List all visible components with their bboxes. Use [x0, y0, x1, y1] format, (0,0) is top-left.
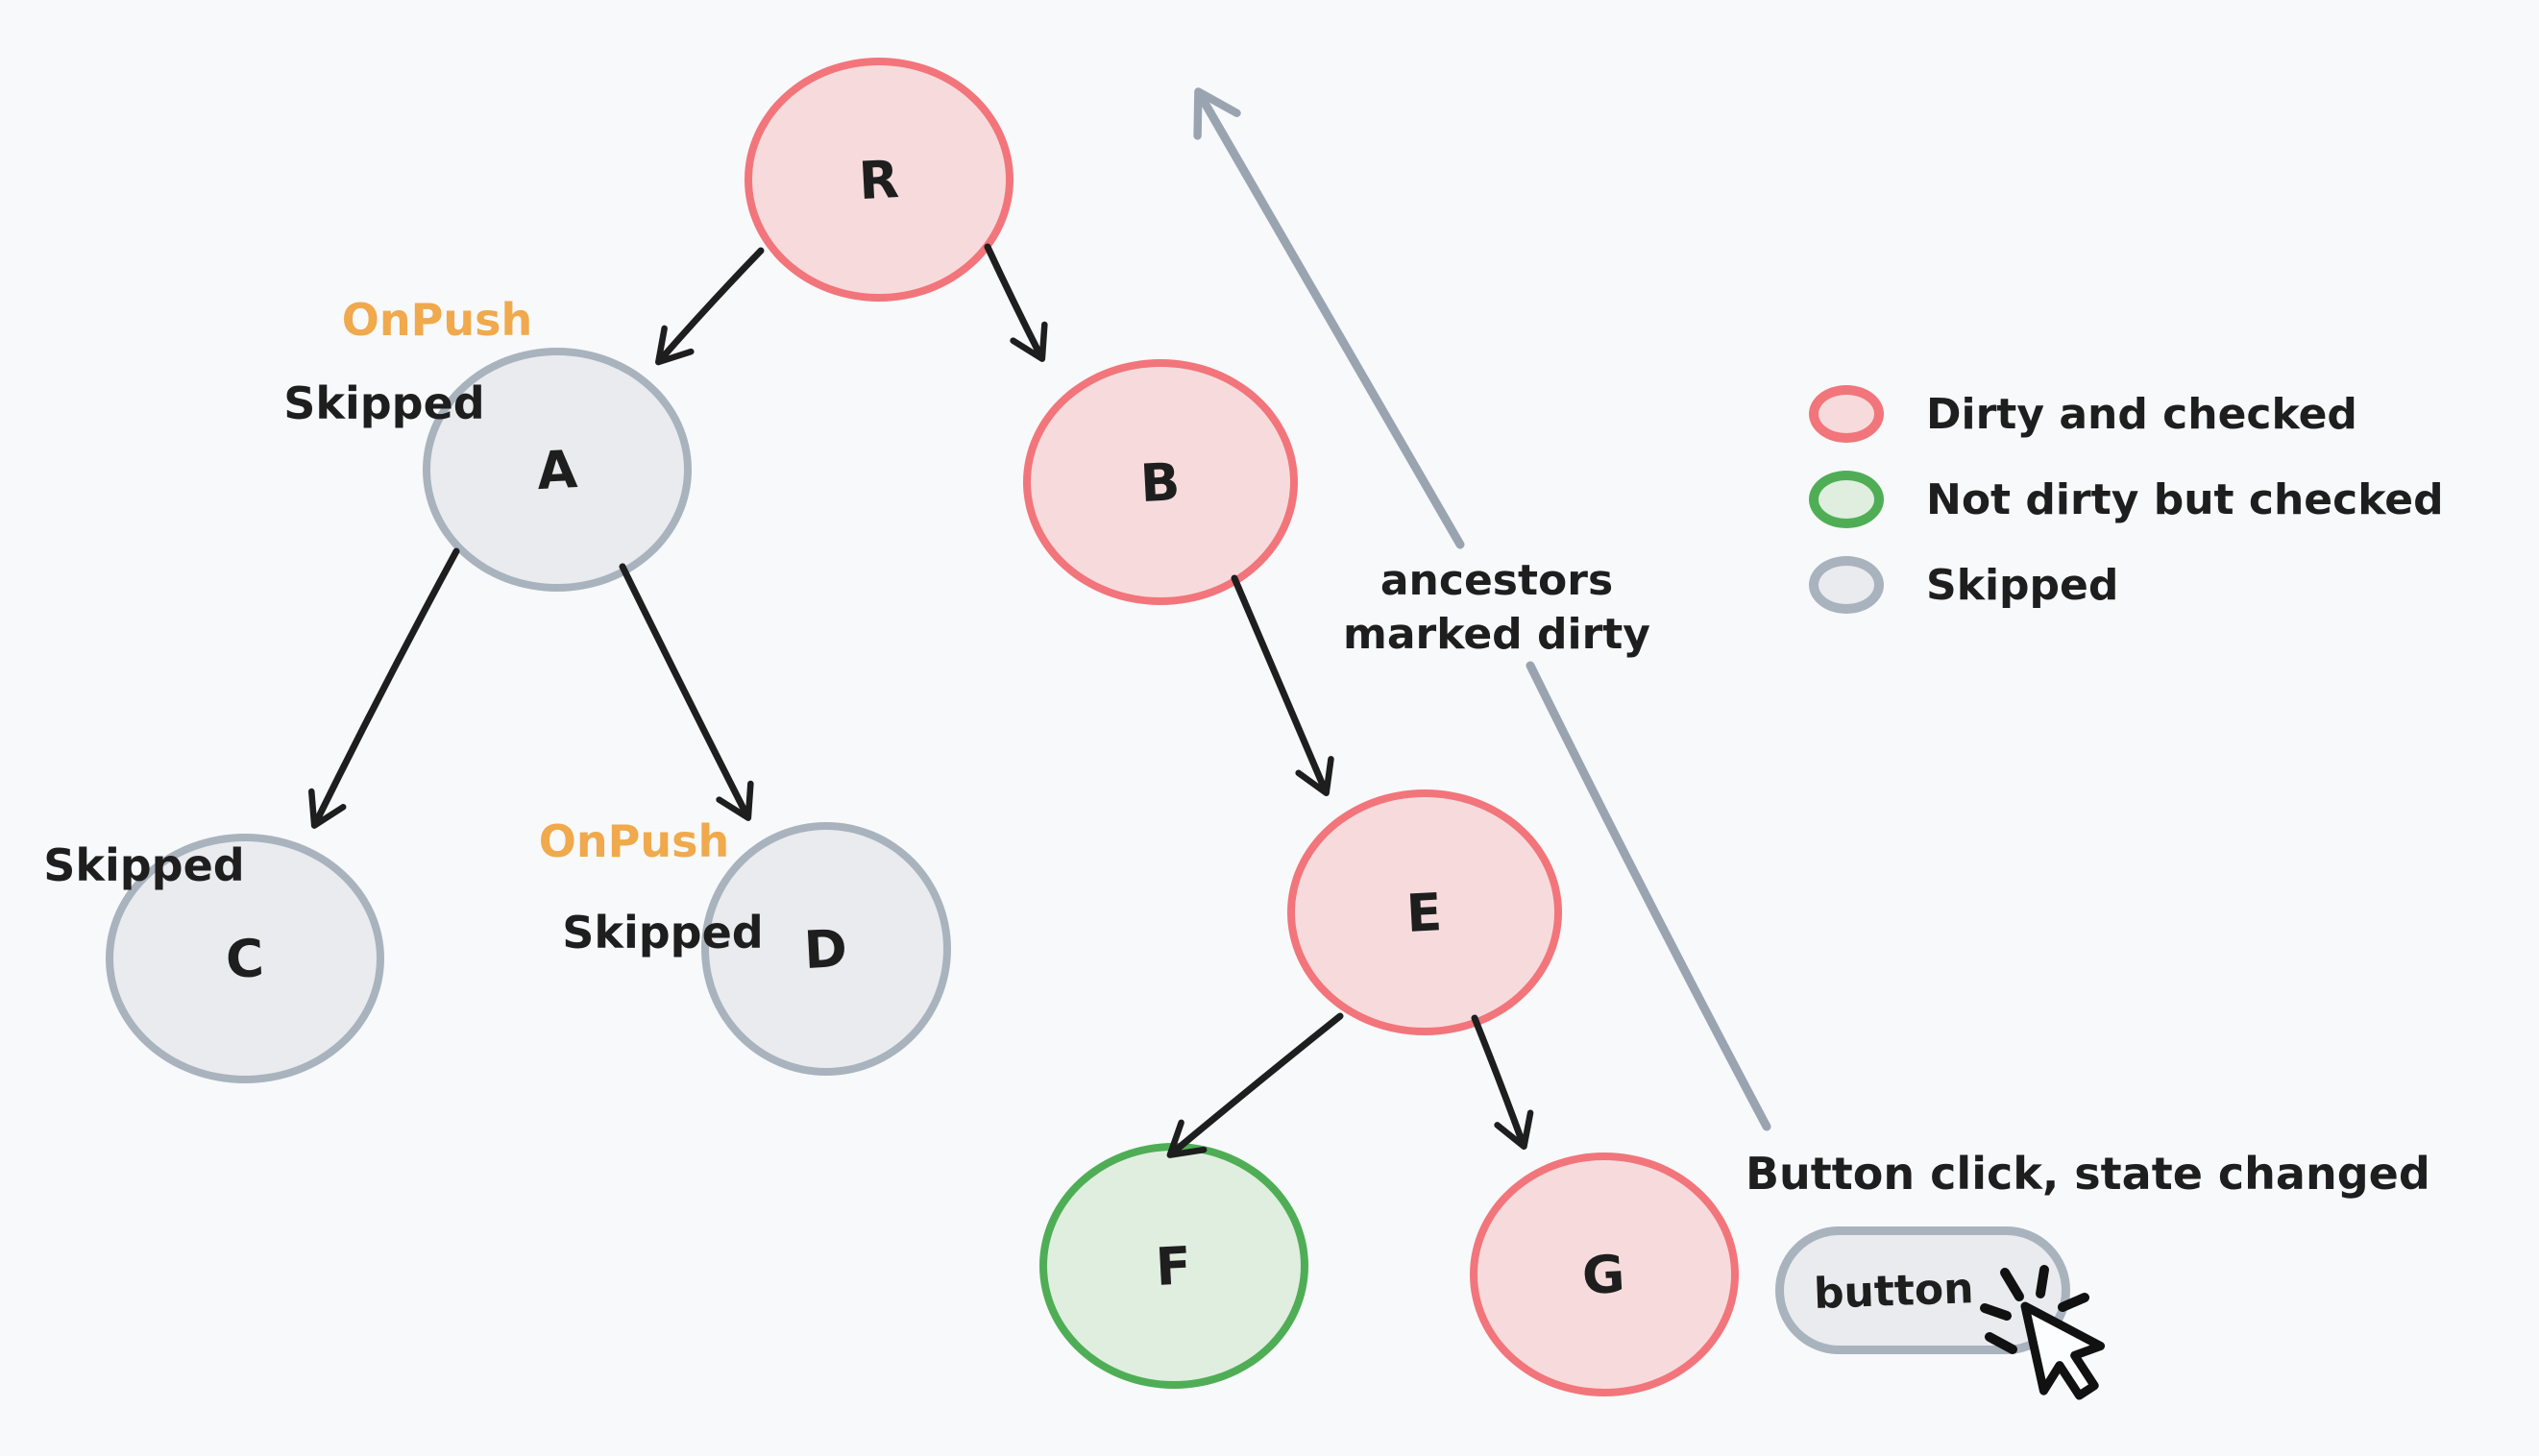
- node-F: F: [1039, 1143, 1308, 1389]
- ancestors-annotation-line1: ancestors: [1379, 556, 1614, 605]
- node-R: R: [745, 58, 1013, 302]
- node-B-label: B: [1138, 450, 1183, 514]
- edge-A-D: [619, 563, 754, 821]
- skipped-tag-C: Skipped: [43, 839, 245, 891]
- node-D-label: D: [802, 917, 850, 981]
- edge-E-G: [1471, 1014, 1534, 1151]
- button-label: button: [1813, 1264, 1975, 1319]
- legend-item-checked: Not dirty but checked: [1809, 471, 2444, 528]
- node-A: A: [423, 348, 692, 592]
- node-G: G: [1470, 1153, 1739, 1396]
- edge-R-B: [984, 243, 1048, 362]
- onpush-tag-D: OnPush: [538, 815, 730, 867]
- button[interactable]: button: [1775, 1226, 2070, 1354]
- node-E-label: E: [1404, 881, 1445, 944]
- legend-label-dirty: Dirty and checked: [1926, 389, 2357, 439]
- node-A-label: A: [534, 438, 580, 501]
- skipped-swatch-icon: [1809, 556, 1884, 614]
- checked-swatch-icon: [1809, 471, 1884, 528]
- ancestors-annotation-line2: marked dirty: [1343, 610, 1650, 659]
- onpush-tag-A: OnPush: [341, 294, 533, 346]
- skipped-tag-D: Skipped: [562, 907, 764, 959]
- legend-item-skipped: Skipped: [1809, 556, 2444, 614]
- node-D: D: [701, 822, 951, 1076]
- button-caption: Button click, state changed: [1746, 1148, 2430, 1200]
- node-R-label: R: [857, 148, 901, 211]
- edge-E-F: [1166, 1012, 1344, 1158]
- dirty-swatch-icon: [1809, 385, 1884, 443]
- legend-label-checked: Not dirty but checked: [1926, 474, 2444, 524]
- legend-label-skipped: Skipped: [1926, 560, 2119, 610]
- ancestors-annotation: ancestors marked dirty: [1343, 554, 1650, 662]
- edge-R-A: [655, 247, 765, 366]
- legend-item-dirty: Dirty and checked: [1809, 385, 2444, 443]
- node-G-label: G: [1580, 1243, 1628, 1306]
- node-F-label: F: [1154, 1234, 1194, 1298]
- edge-A-C: [307, 547, 460, 829]
- ancestors-arrow-lower-segment: [1526, 661, 1771, 1131]
- legend: Dirty and checked Not dirty but checked …: [1809, 385, 2444, 614]
- node-B: B: [1023, 359, 1298, 605]
- node-C-label: C: [224, 927, 266, 990]
- skipped-tag-A: Skipped: [283, 377, 485, 429]
- node-C: C: [106, 834, 384, 1083]
- edge-B-E: [1231, 574, 1334, 797]
- node-E: E: [1287, 789, 1562, 1035]
